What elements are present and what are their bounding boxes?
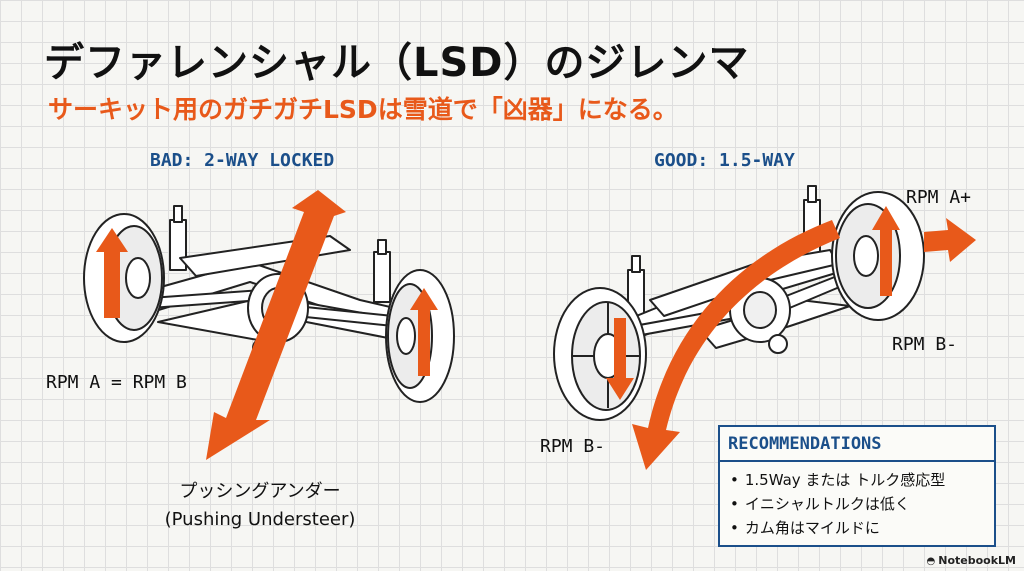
recommendation-item: イニシャルトルクは低く bbox=[730, 492, 984, 516]
brand-name: NotebookLM bbox=[938, 554, 1016, 567]
rpm-a-plus-arrow bbox=[924, 218, 976, 262]
good-rpm-b-minus-left-label: RPM B- bbox=[540, 436, 606, 457]
turn-curve-arrow bbox=[632, 220, 840, 470]
recommendations-box: RECOMMENDATIONS 1.5Way または トルク感応型 イニシャルト… bbox=[718, 425, 996, 547]
brand-watermark: ◓NotebookLM bbox=[927, 554, 1016, 567]
locked-double-arrow bbox=[206, 190, 346, 460]
recommendation-item: 1.5Way または トルク感応型 bbox=[730, 468, 984, 492]
page-title: デファレンシャル（LSD）のジレンマ bbox=[44, 40, 750, 86]
rotation-arrow-icon bbox=[872, 206, 900, 296]
caption-jp: プッシングアンダー bbox=[179, 481, 341, 502]
bad-rpm-label: RPM A = RPM B bbox=[46, 372, 187, 393]
good-rpm-a-plus-label: RPM A+ bbox=[906, 187, 972, 208]
good-rpm-b-minus-right-label: RPM B- bbox=[892, 334, 958, 355]
caption-en: (Pushing Understeer) bbox=[164, 509, 356, 530]
rotation-arrow-icon bbox=[606, 318, 634, 400]
good-axle-assembly bbox=[553, 185, 925, 421]
good-panel-heading: GOOD: 1.5-WAY bbox=[654, 150, 795, 171]
bad-panel-heading: BAD: 2-WAY LOCKED bbox=[150, 150, 335, 171]
recommendations-heading: RECOMMENDATIONS bbox=[720, 427, 994, 462]
bad-wheel-rotation-arrows bbox=[96, 228, 438, 376]
rotation-arrow-icon bbox=[96, 228, 128, 318]
pushing-understeer-caption: プッシングアンダー (Pushing Understeer) bbox=[140, 478, 380, 534]
recommendations-list: 1.5Way または トルク感応型 イニシャルトルクは低く カム角はマイルドに bbox=[720, 462, 994, 540]
rotation-arrow-icon bbox=[410, 288, 438, 376]
recommendation-item: カム角はマイルドに bbox=[730, 516, 984, 540]
page-subtitle: サーキット用のガチガチLSDは雪道で「凶器」になる。 bbox=[48, 95, 678, 124]
notebooklm-logo-icon: ◓ bbox=[926, 556, 936, 567]
good-wheel-rotation-arrows bbox=[606, 206, 900, 400]
